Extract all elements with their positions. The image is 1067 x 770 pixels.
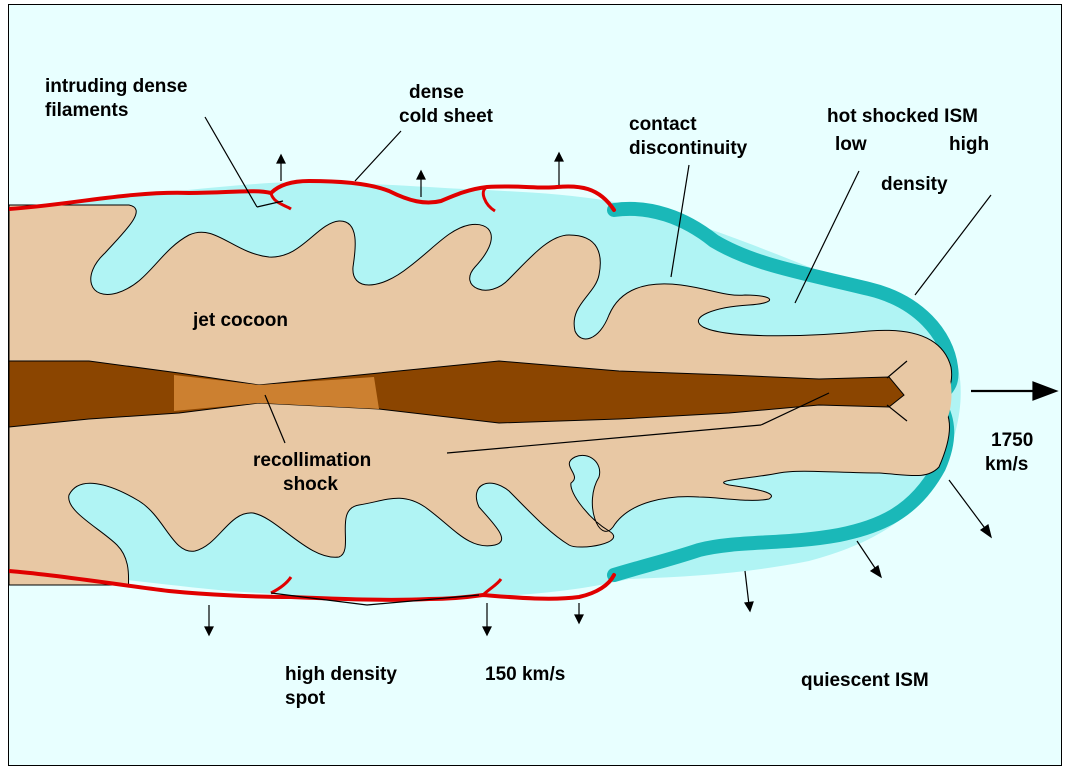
diagram-frame: intruding dense filaments dense cold she… (8, 4, 1062, 766)
label-jet-cocoon: jet cocoon (193, 309, 288, 333)
label-density: density (881, 173, 948, 197)
label-jet-speed: 1750 km/s (985, 429, 1033, 477)
label-dense-cold-sheet: dense cold sheet (399, 81, 493, 129)
label-sheet-speed: 150 km/s (485, 663, 565, 687)
label-recollimation-shock: recollimation shock (253, 449, 371, 497)
label-contact-discontinuity: contact discontinuity (629, 113, 747, 161)
label-quiescent-ism: quiescent ISM (801, 669, 929, 693)
label-hot-shocked-ism: hot shocked ISM (827, 105, 978, 129)
label-low: low (835, 133, 867, 157)
label-intruding-dense-filaments: intruding dense filaments (45, 75, 188, 123)
label-high: high (949, 133, 989, 157)
label-high-density-spot: high density spot (285, 663, 397, 711)
